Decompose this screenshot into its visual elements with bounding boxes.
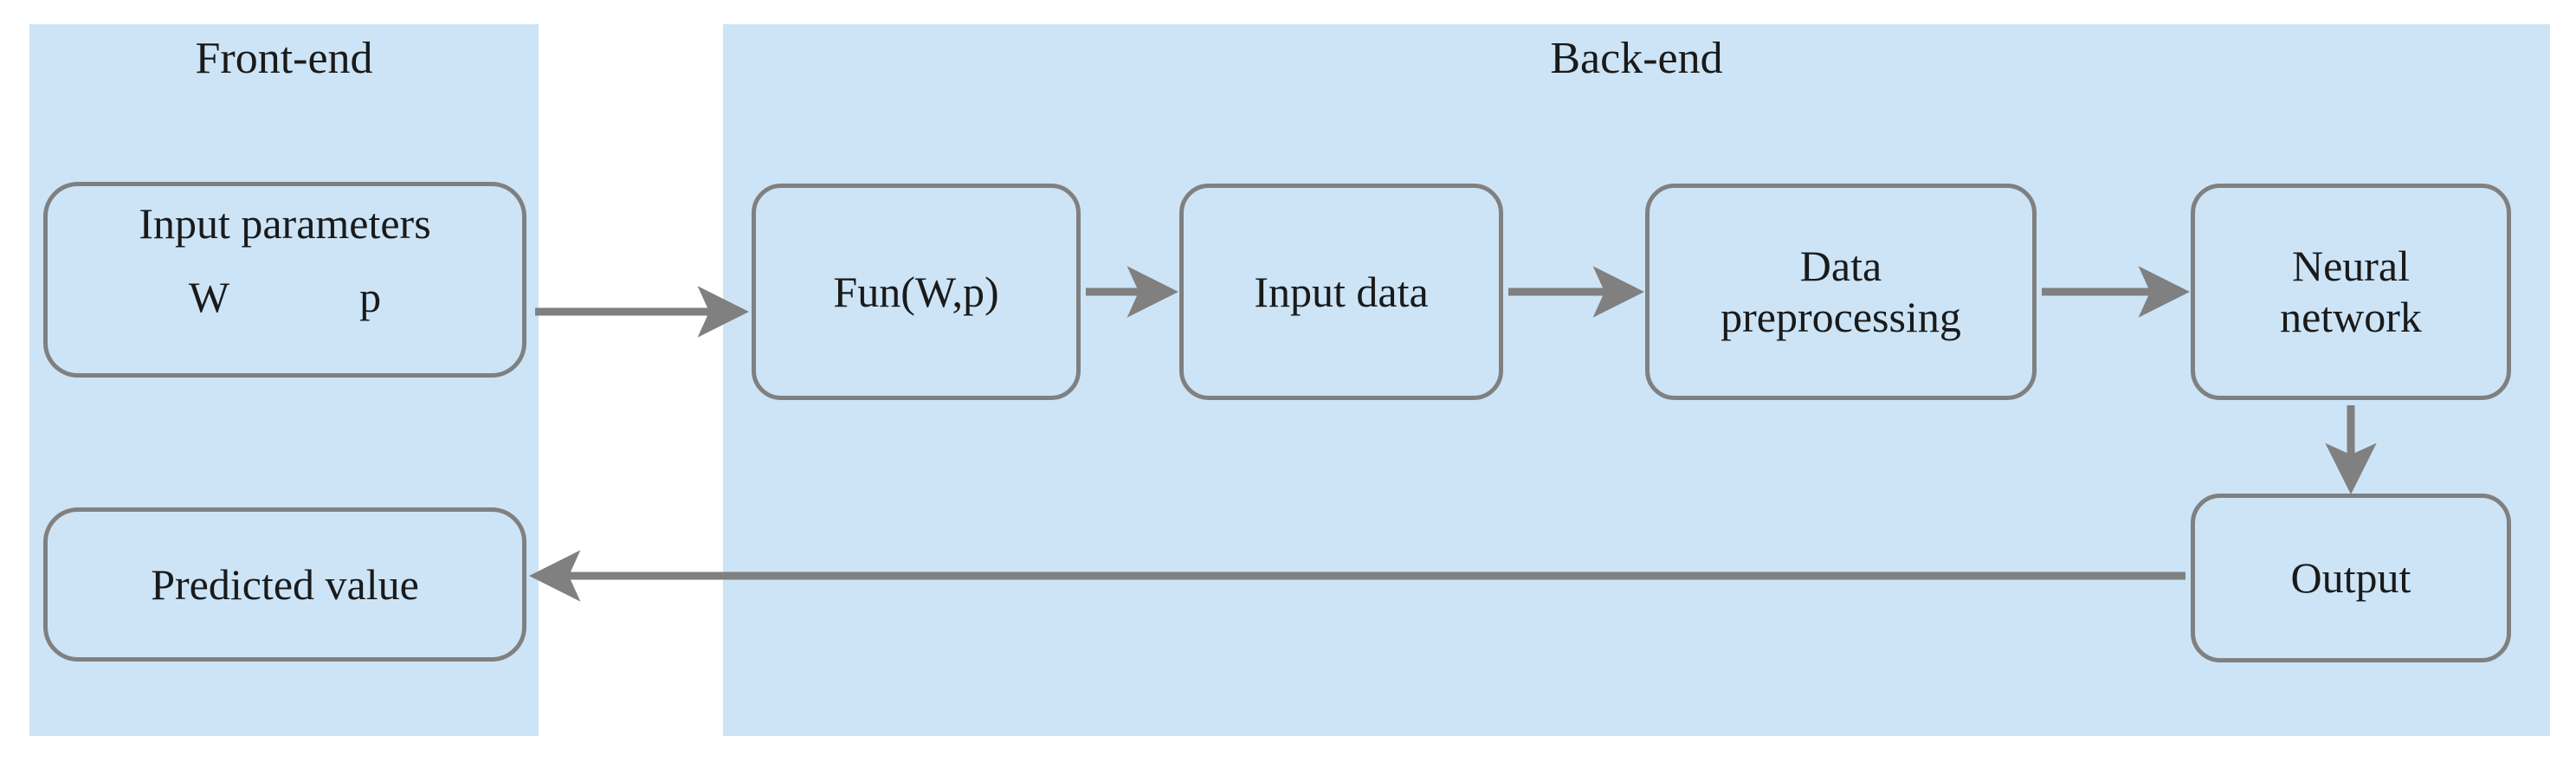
param-p: p	[359, 273, 382, 321]
node-data-preprocessing[interactable]: Data preprocessing	[1645, 184, 2037, 400]
node-neural-network-line2: network	[2280, 293, 2422, 341]
backend-panel-title: Back-end	[1550, 34, 1723, 83]
node-input-parameters-label: Input parameters	[139, 199, 431, 248]
input-parameters-values: W p	[48, 272, 522, 323]
node-data-preprocessing-line1: Data	[1799, 242, 1882, 290]
backend-panel	[723, 24, 2550, 736]
node-input-data-label: Input data	[1254, 267, 1429, 316]
node-data-preprocessing-line2: preprocessing	[1721, 293, 1961, 341]
node-fun-label: Fun(W,p)	[833, 267, 999, 316]
node-fun[interactable]: Fun(W,p)	[752, 184, 1081, 400]
node-neural-network-line1: Neural	[2291, 242, 2411, 290]
frontend-panel-title: Front-end	[195, 34, 373, 83]
node-predicted-value-label: Predicted value	[151, 559, 419, 609]
frontend-panel	[29, 24, 539, 736]
node-output-label: Output	[2290, 553, 2411, 602]
node-predicted-value[interactable]: Predicted value	[43, 507, 526, 662]
param-w: W	[188, 273, 230, 321]
node-input-data[interactable]: Input data	[1179, 184, 1503, 400]
node-input-parameters[interactable]: Input parameters W p	[43, 182, 526, 378]
node-output[interactable]: Output	[2191, 494, 2511, 662]
node-neural-network[interactable]: Neural network	[2191, 184, 2511, 400]
